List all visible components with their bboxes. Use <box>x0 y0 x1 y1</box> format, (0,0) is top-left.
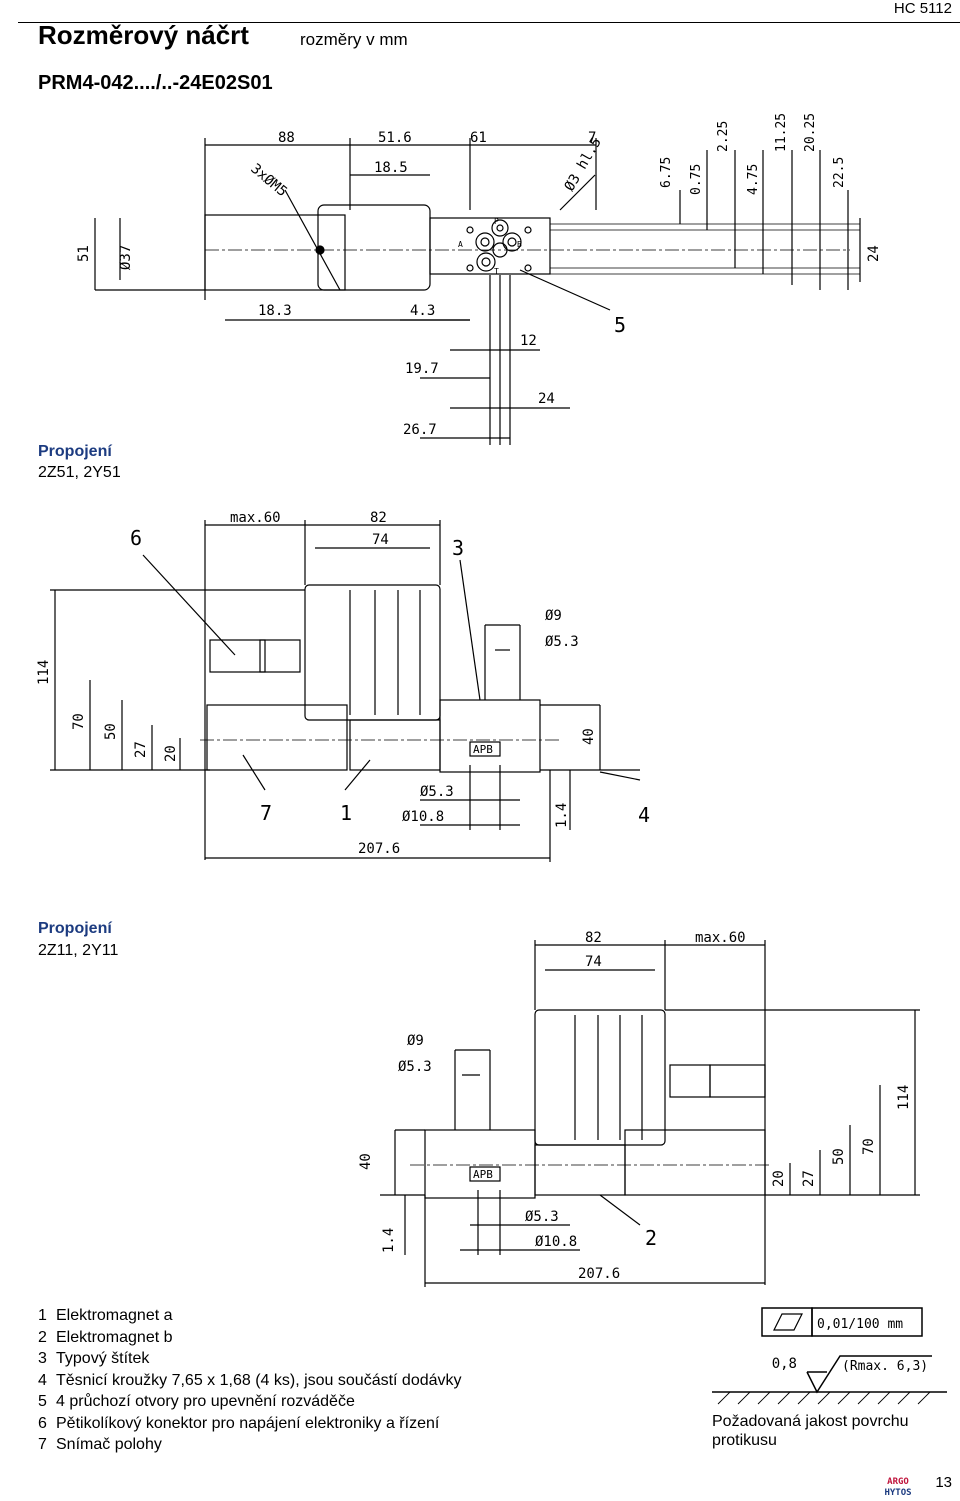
s2-dim-82: 82 <box>585 930 602 946</box>
s2-dim-1-4: 1.4 <box>381 1228 397 1253</box>
surface-quality-label: Požadovaná jakost povrchu protikusu <box>712 1413 909 1449</box>
document-code: HC 5112 <box>893 0 952 17</box>
s1-dim-1-4: 1.4 <box>554 803 570 828</box>
s2-d108: Ø10.8 <box>535 1234 577 1250</box>
dim-11-25: 11.25 <box>774 113 789 152</box>
s2-dim-74: 74 <box>585 954 602 970</box>
s2-d53-bottom: Ø5.3 <box>525 1209 559 1225</box>
hole-label: Ø3 hl.5 <box>562 135 605 194</box>
dim-12: 12 <box>520 333 537 349</box>
callout-2: 2 <box>645 1226 657 1250</box>
page-number: 13 <box>935 1474 952 1491</box>
dim-18-5: 18.5 <box>374 160 408 176</box>
dim-24: 24 <box>538 391 555 407</box>
callout-7: 7 <box>260 801 272 825</box>
s1-dim-max60: max.60 <box>230 510 281 526</box>
s1-dim-40: 40 <box>581 728 597 745</box>
section2-drawing: 82 max.60 74 Ø9 Ø5.3 20 27 50 70 114 40 … <box>358 930 920 1287</box>
dim-51: 51 <box>76 245 92 262</box>
s2-dim-20: 20 <box>771 1170 787 1187</box>
page-title: Rozměrový náčrt <box>38 20 249 50</box>
logo-argo: ARGO <box>887 1477 909 1487</box>
s1-d53-bottom: Ø5.3 <box>420 784 454 800</box>
section2-title: Propojení <box>38 920 112 937</box>
dim-88: 88 <box>278 130 295 146</box>
flatness-value: 0,01/100 mm <box>817 1317 903 1332</box>
rmax-value: (Rmax. 6,3) <box>842 1359 928 1374</box>
s1-dim-27: 27 <box>133 741 149 758</box>
port-b: B <box>517 240 522 249</box>
callout-6: 6 <box>130 526 142 550</box>
s1-d108: Ø10.8 <box>402 809 444 825</box>
s1-dim-74: 74 <box>372 532 389 548</box>
dim-6-75: 6.75 <box>659 157 674 188</box>
s1-dim-82: 82 <box>370 510 387 526</box>
section1-title: Propojení <box>38 443 112 460</box>
units-note: rozměry v mm <box>300 30 408 49</box>
roughness-value: 0,8 <box>772 1356 797 1372</box>
port-t: T <box>494 267 499 276</box>
section1-subtitle: 2Z51, 2Y51 <box>38 464 121 481</box>
surface-quality-symbol: 0,01/100 mm 0,8 (Rmax. 6,3) <box>712 1307 947 1405</box>
dim-51-6: 51.6 <box>378 130 412 146</box>
dim-4-75: 4.75 <box>746 164 761 195</box>
s2-dim-max60: max.60 <box>695 930 746 946</box>
s2-dim-207-6: 207.6 <box>578 1266 620 1282</box>
port-p: P <box>494 217 499 226</box>
thread-label: 3xØM5 <box>247 161 290 200</box>
s1-d53: Ø5.3 <box>545 634 579 650</box>
s1-plate-apb: APB <box>473 743 493 756</box>
s1-dim-207-6: 207.6 <box>358 841 400 857</box>
logo-hytos: HYTOS <box>884 1488 911 1498</box>
s1-d9: Ø9 <box>545 608 562 624</box>
dim-7: 7 <box>588 130 596 146</box>
s2-dim-27: 27 <box>801 1170 817 1187</box>
s2-dim-50: 50 <box>831 1148 847 1165</box>
dim-24-right: 24 <box>866 245 882 262</box>
dim-2-25: 2.25 <box>716 121 731 152</box>
s1-dim-50: 50 <box>103 723 119 740</box>
s2-dim-114: 114 <box>896 1085 912 1110</box>
callout-3: 3 <box>452 536 464 560</box>
callout-1: 1 <box>340 801 352 825</box>
argo-hytos-logo: ARGO HYTOS <box>884 1477 911 1498</box>
dim-d37: Ø37 <box>118 245 134 270</box>
callout-4: 4 <box>638 803 650 827</box>
s2-d9: Ø9 <box>407 1033 424 1049</box>
dim-20-25: 20.25 <box>803 113 818 152</box>
s2-dim-40: 40 <box>358 1153 374 1170</box>
dim-26-7: 26.7 <box>403 422 437 438</box>
dim-18-3: 18.3 <box>258 303 292 319</box>
callout-5: 5 <box>614 313 626 337</box>
s2-dim-70: 70 <box>861 1138 877 1155</box>
s2-plate-apb: APB <box>473 1168 493 1181</box>
model-code: PRM4-042..../..-24E02S01 <box>38 72 273 94</box>
dim-19-7: 19.7 <box>405 361 439 377</box>
s1-dim-70: 70 <box>71 713 87 730</box>
dim-22-5: 22.5 <box>832 157 847 188</box>
dim-61: 61 <box>470 130 487 146</box>
s1-dim-20: 20 <box>163 745 179 762</box>
dim-0-75: 0.75 <box>689 164 704 195</box>
dim-4-3: 4.3 <box>410 303 435 319</box>
section1-drawing: max.60 82 74 6 3 7 1 4 Ø9 Ø5.3 114 70 50… <box>36 510 650 862</box>
section2-subtitle: 2Z11, 2Y11 <box>38 942 119 959</box>
port-a: A <box>458 240 463 249</box>
top-view-drawing: 88 51.6 61 7 18.5 3xØM5 Ø3 hl.5 6.75 0.7… <box>76 113 882 445</box>
header-rule <box>18 22 960 23</box>
s2-d53: Ø5.3 <box>398 1059 432 1075</box>
s1-dim-114: 114 <box>36 660 52 685</box>
